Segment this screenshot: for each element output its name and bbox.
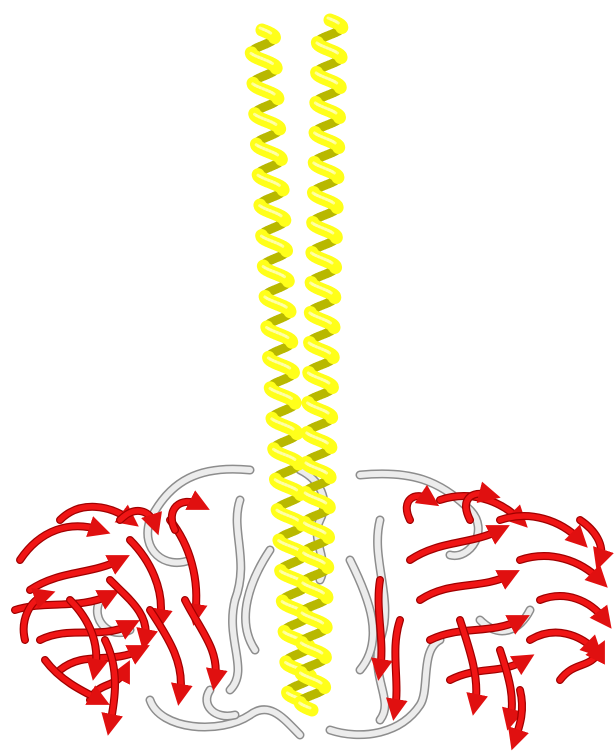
helix-highlight [323,532,325,533]
left-alpha-helix [251,28,311,700]
helix-highlight [277,184,279,185]
helix-highlight [332,172,334,173]
helix-highlight [270,62,272,63]
beta-strand [560,650,600,680]
beta-strand [20,526,100,560]
beta-strand [30,560,120,590]
helix-highlight [336,52,338,53]
helix-highlight [325,442,327,443]
helix-highlight [327,382,329,383]
helix-highlight [274,123,276,124]
helix-highlight [325,472,327,473]
helix-highlight [289,397,291,398]
loop-strand [230,500,241,690]
helix-highlight [336,22,338,23]
beta-strand [520,556,600,580]
helix-highlight [269,32,271,33]
helix-highlight [281,245,283,246]
helix-highlight [329,292,331,293]
helix-highlight [332,202,334,203]
beta-strand [172,502,200,530]
helix-highlight [288,367,290,368]
helix-highlight [293,458,295,459]
helix-highlight [333,142,335,143]
helix-highlight [296,519,298,520]
right-beta-domain [379,494,605,740]
helix-highlight [307,707,310,708]
helix-highlight [322,562,324,563]
helix-highlight [284,306,286,307]
left-beta-domain [15,502,216,725]
helix-highlight [319,682,321,683]
right-alpha-helix [300,18,342,710]
helix-highlight [334,112,336,113]
helix-highlight [322,592,324,593]
helix-highlight [286,336,288,337]
beta-strand [450,660,525,680]
helix-highlight [295,489,297,490]
helix-highlight [320,652,322,653]
beta-strand [40,625,130,640]
helix-highlight [291,428,293,429]
helix-highlight [326,412,328,413]
beta-strand [500,516,580,540]
beta-strand [540,596,605,620]
helix-highlight [283,275,285,276]
helix-highlight [324,502,326,503]
helix-highlight [329,322,331,323]
helix-highlight [335,82,337,83]
helix-highlight [321,622,323,623]
helix-highlight [272,93,274,94]
helix-highlight [331,232,333,233]
helix-highlight [276,154,278,155]
helix-highlight [279,215,281,216]
helix-highlight [330,262,332,263]
loop-strand [246,550,270,650]
beta-strand [379,580,382,670]
beta-strand [530,633,595,650]
helix-highlight [328,352,330,353]
